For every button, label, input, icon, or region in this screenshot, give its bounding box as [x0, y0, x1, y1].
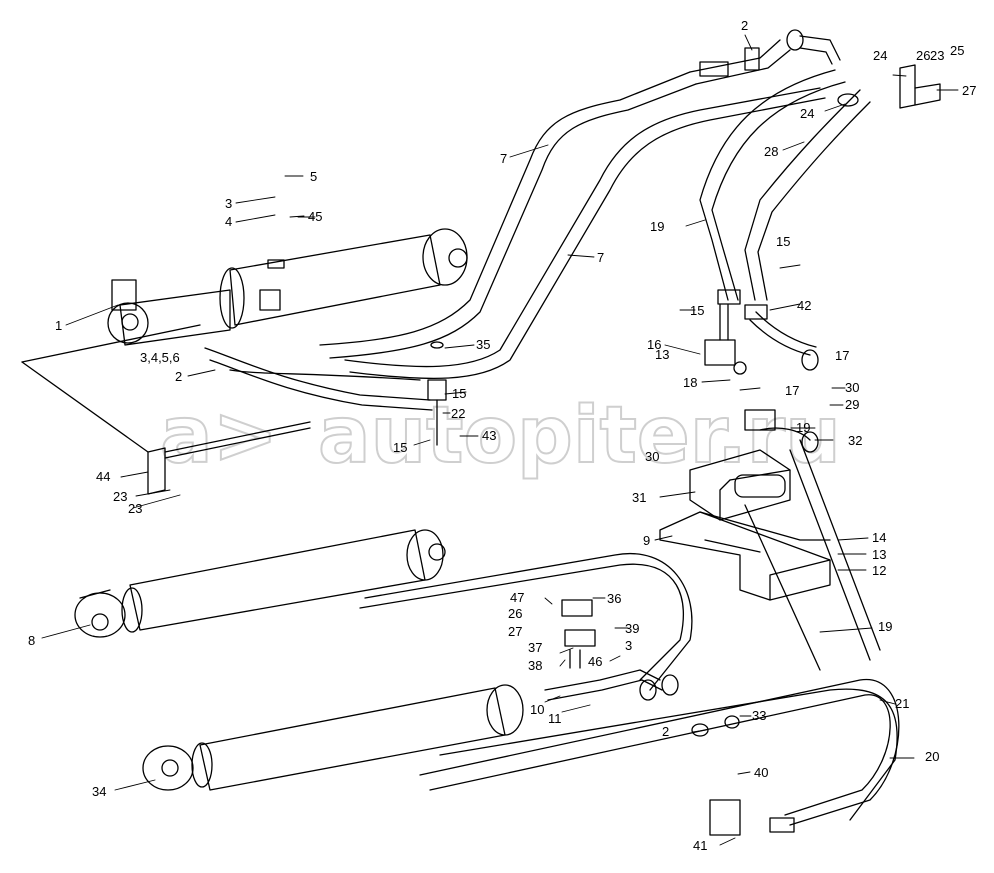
callout-25: 24 — [800, 106, 814, 121]
callout-47: 46 — [588, 654, 602, 669]
bracket-group-37 — [544, 599, 740, 737]
callout-28: 27 — [962, 83, 976, 98]
callout-36: 35 — [476, 337, 490, 352]
callout-17: 16 — [647, 337, 661, 352]
callout-39: 38 — [528, 658, 542, 673]
callout-21: 20 — [925, 749, 939, 764]
callout-5: 5 — [310, 169, 317, 184]
control-valve-32 — [689, 304, 819, 521]
callout-22: 21 — [895, 696, 909, 711]
pipe-lower-left — [204, 341, 447, 446]
pipe-7 — [319, 29, 841, 380]
callout-32: 31 — [632, 490, 646, 505]
pipe-21-22 — [359, 439, 900, 836]
callout-19: 19 — [796, 420, 810, 435]
callout-3-4-5-6: 3,4,5,6 — [140, 350, 180, 365]
mounting-plate-9 — [659, 511, 831, 601]
callout-16: 15 — [452, 386, 466, 401]
callout-8: 8 — [28, 633, 35, 648]
callout-19: 18 — [683, 375, 697, 390]
watermark: a> autopiter.ru — [159, 390, 842, 482]
callout-42: 41 — [693, 838, 707, 853]
callout-15: 15 — [690, 303, 704, 318]
callout-30: 29 — [845, 397, 859, 412]
callout-15: 15 — [776, 234, 790, 249]
callout-30: 30 — [645, 449, 659, 464]
callout-7: 7 — [500, 151, 507, 166]
cylinder-35 — [142, 684, 524, 791]
leader-lines — [41, 34, 959, 846]
watermark-logo: a> — [160, 391, 278, 481]
callout-41: 40 — [754, 765, 768, 780]
callout-3: 3 — [625, 638, 632, 653]
callout-38: 37 — [528, 640, 542, 655]
callout-2: 2 — [741, 18, 748, 33]
callout-20: 19 — [650, 219, 664, 234]
callout-19: 19 — [878, 619, 892, 634]
watermark-text: autopiter.ru — [318, 391, 841, 481]
callout-23: 23 — [113, 489, 127, 504]
upper-cylinder — [107, 228, 468, 346]
callout-1: 1 — [55, 318, 62, 333]
callout-23-top: 23 — [930, 48, 944, 63]
callout-27: 27 — [508, 624, 522, 639]
callout-2: 2 — [175, 369, 182, 384]
callout-35: 34 — [92, 784, 106, 799]
callout-26: 26 — [508, 606, 522, 621]
callout-23: 22 — [451, 406, 465, 421]
callout-34: 33 — [752, 708, 766, 723]
callout-43: 42 — [797, 298, 811, 313]
callout-14: 14 — [872, 530, 886, 545]
callout-17: 17 — [785, 383, 799, 398]
callout-labels: 1 2 2 2 3 3 3,4,5,6 4 5 7 7 8 9 10 11 12… — [28, 18, 976, 853]
callout-4: 4 — [225, 214, 232, 229]
callout-13: 13 — [655, 347, 669, 362]
callout-48: 47 — [510, 590, 524, 605]
callout-31: 30 — [845, 380, 859, 395]
callout-13: 13 — [872, 547, 886, 562]
callout-24: 23 — [128, 501, 142, 516]
callout-40: 39 — [625, 621, 639, 636]
callout-11: 11 — [548, 711, 562, 726]
callout-9: 9 — [643, 533, 650, 548]
callout-45: 44 — [96, 469, 110, 484]
callout-12: 12 — [872, 563, 886, 578]
cylinder-8 — [74, 529, 446, 638]
callout-3: 3 — [225, 196, 232, 211]
callout-29: 28 — [764, 144, 778, 159]
bracket-45 — [21, 324, 311, 495]
callout-15: 15 — [393, 440, 407, 455]
pipe-20-29 — [699, 64, 941, 320]
callout-33: 32 — [848, 433, 862, 448]
callout-26-top: 25 — [950, 43, 964, 58]
callout-10: 10 — [530, 702, 544, 717]
callout-46: 45 — [308, 209, 322, 224]
callout-24-top: 24 — [873, 48, 887, 63]
callout-18: 17 — [835, 348, 849, 363]
callout-2: 2 — [662, 724, 669, 739]
callout-44: 43 — [482, 428, 496, 443]
callout-7: 7 — [597, 250, 604, 265]
callout-27-top: 26 — [916, 48, 930, 63]
callout-37: 36 — [607, 591, 621, 606]
